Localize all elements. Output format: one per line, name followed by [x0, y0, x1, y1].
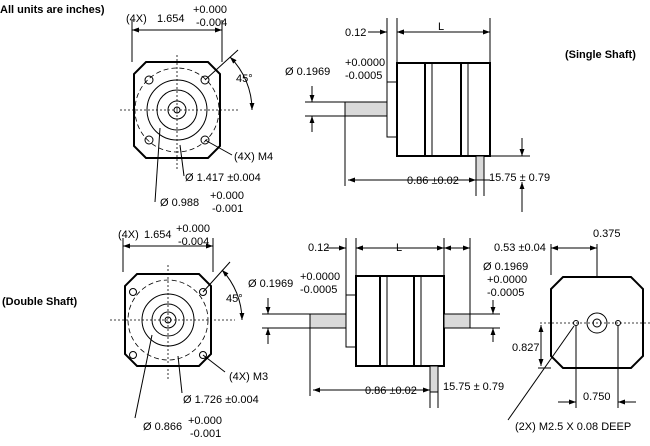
double-shaft-len: 0.86 ±0.02	[365, 385, 417, 397]
single-angle: 45°	[236, 73, 253, 85]
double-rear-dia: Ø 0.1969	[483, 261, 528, 273]
double-front-shaft	[309, 313, 347, 329]
double-flange-plus: +0.000	[176, 223, 210, 235]
double-offset: 0.12	[308, 242, 329, 254]
double-flange-dim: 1.654	[144, 229, 172, 241]
rear-holes-spec: (2X) M2.5 X 0.08 DEEP	[515, 421, 631, 433]
rear-shaft-boss	[586, 312, 608, 334]
double-rear-len: 0.53 ±0.04	[494, 242, 546, 254]
single-mount-hole	[200, 135, 210, 145]
double-rear-view: 0.375 0.827 0.750 (2X) M2.5 X 0.08 DEEP	[507, 228, 650, 433]
single-mount-hole	[144, 135, 154, 145]
double-shaft-label: (Double Shaft)	[2, 296, 77, 308]
rear-width-dim: 0.750	[583, 391, 611, 403]
double-mount-hole	[199, 288, 207, 296]
single-mount-hole	[144, 75, 154, 85]
single-side-view: (Single Shaft) 0.12 L Ø 0.1969 +0.0000 -…	[285, 18, 636, 212]
double-front-view: (Double Shaft) (4X) 1.654 +0.000 -0.004 …	[2, 223, 268, 440]
single-hole-spec: (4X) M4	[234, 151, 273, 163]
single-flange-dim: 1.654	[157, 13, 185, 25]
double-rear-minus: -0.0005	[487, 287, 524, 299]
double-connector-dim: 15.75 ± 0.79	[443, 381, 504, 393]
single-shaft-plus: +0.0000	[345, 57, 385, 69]
double-bore-minus: -0.001	[190, 428, 221, 440]
double-flange-qty: (4X)	[118, 229, 139, 241]
single-flange-plus: +0.000	[193, 4, 227, 16]
double-connector	[429, 365, 439, 393]
single-connector	[475, 155, 485, 181]
single-bore-dim: Ø 0.988	[160, 197, 199, 209]
double-length: L	[396, 242, 402, 254]
double-bore-dim: Ø 0.866	[143, 421, 182, 433]
double-shaft-plus: +0.0000	[300, 271, 340, 283]
double-shaft-minus: -0.0005	[300, 284, 337, 296]
single-flange-minus: -0.004	[196, 17, 227, 29]
rear-top-dim: 0.375	[593, 228, 621, 240]
double-pilot-dim: Ø 1.726 ±0.004	[183, 394, 259, 406]
double-mount-hole	[129, 288, 137, 296]
single-front-view: (4X) 1.654 +0.000 -0.004 45° (4X) M4 Ø 1…	[120, 4, 273, 215]
single-flange-qty: (4X)	[126, 13, 147, 25]
single-offset: 0.12	[345, 27, 366, 39]
rear-face	[550, 276, 644, 369]
double-motor-body	[355, 275, 445, 367]
single-bore-plus: +0.000	[210, 190, 244, 202]
single-connector-dim: 15.75 ± 0.79	[489, 172, 550, 184]
double-rear-shaft	[443, 313, 471, 329]
single-pilot-dim: Ø 1.417 ±0.004	[185, 172, 261, 184]
single-motor-body	[396, 62, 491, 157]
double-side-view: 0.12 L 0.53 ±0.04 Ø 0.1969 +0.0000 -0.00…	[248, 238, 546, 408]
single-shaft-minus: -0.0005	[345, 70, 382, 82]
single-shaft-label: (Single Shaft)	[565, 49, 636, 61]
double-rear-plus: +0.0000	[487, 274, 527, 286]
single-shaft	[344, 101, 388, 117]
single-bore-minus: -0.001	[212, 203, 243, 215]
single-shaft-len: 0.86 ±0.02	[407, 175, 459, 187]
double-hole-spec: (4X) M3	[229, 371, 268, 383]
units-note: All units are inches)	[0, 4, 105, 16]
double-angle: 45°	[226, 293, 243, 305]
rear-height-dim: 0.827	[512, 342, 540, 354]
double-mount-hole	[129, 351, 137, 359]
double-flange-minus: -0.004	[178, 236, 209, 248]
single-shaft-dia: Ø 0.1969	[285, 66, 330, 78]
double-mount-hole	[199, 351, 207, 359]
double-shaft-dia: Ø 0.1969	[248, 278, 293, 290]
single-mount-hole	[200, 75, 210, 85]
single-length: L	[438, 21, 444, 33]
double-bore-plus: +0.000	[188, 415, 222, 427]
